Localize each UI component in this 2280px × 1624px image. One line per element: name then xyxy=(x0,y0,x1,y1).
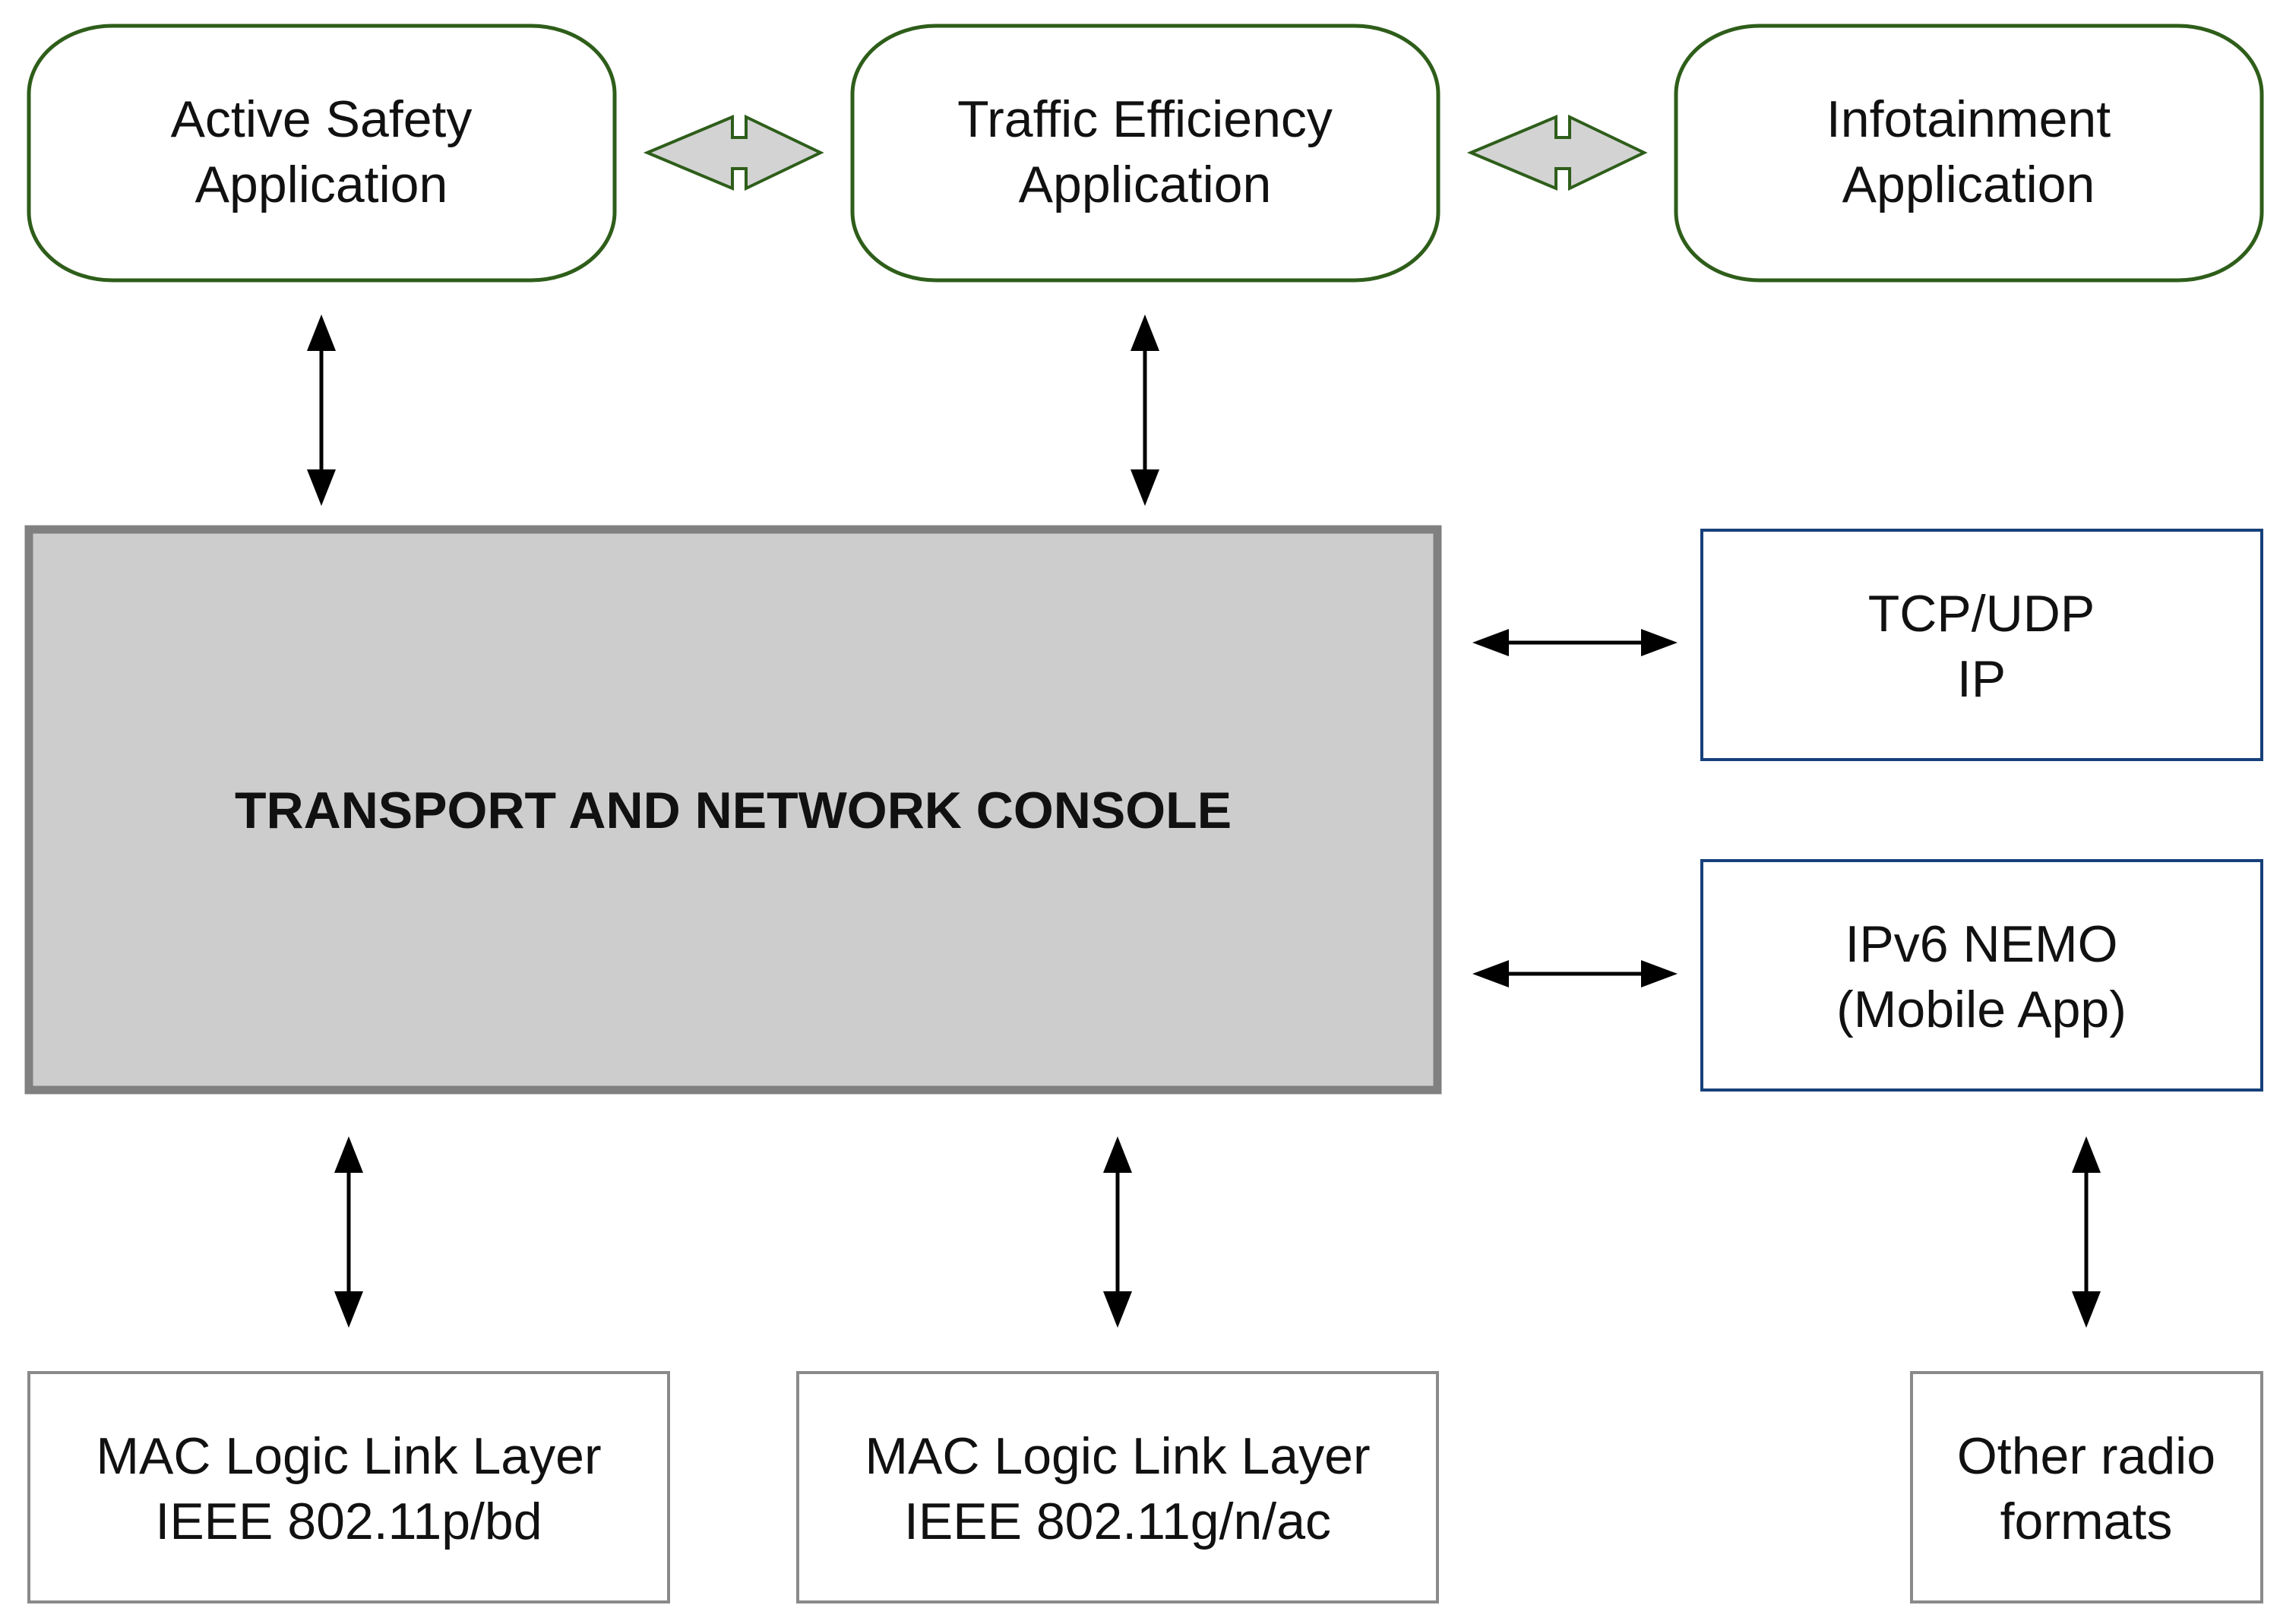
connector-nemo-other-radio xyxy=(2072,1136,2101,1328)
app-box-active-safety: Active Safety Application xyxy=(27,24,617,283)
connector-traffic-efficiency-console xyxy=(1131,314,1159,506)
hollow-double-arrow-2 xyxy=(1466,114,1648,191)
app-active-safety-line2: Application xyxy=(195,156,448,213)
app-box-infotainment: Infotainment Application xyxy=(1674,24,2264,283)
connector-console-80211g xyxy=(1103,1136,1132,1328)
link-box-80211p: MAC Logic Link Layer IEEE 802.11p/bd xyxy=(27,1371,670,1603)
connector-console-80211p xyxy=(334,1136,363,1328)
app-infotainment-line2: Application xyxy=(1842,156,2095,213)
link-80211g-line2: IEEE 802.11g/n/ac xyxy=(904,1493,1331,1550)
link-box-80211p-frame xyxy=(27,1371,670,1603)
link-other-radio-line2: formats xyxy=(2000,1493,2173,1550)
network-ipv6-nemo-line1: IPv6 NEMO xyxy=(1845,915,2118,973)
app-box-active-safety-frame xyxy=(27,24,617,283)
network-tcp-udp-line2: IP xyxy=(1957,650,2006,708)
app-infotainment-line1: Infotainment xyxy=(1826,90,2111,148)
network-box-tcp-udp: TCP/UDP IP xyxy=(1700,529,2263,761)
hollow-double-arrow-1 xyxy=(643,114,824,191)
link-box-80211g: MAC Logic Link Layer IEEE 802.11g/n/ac xyxy=(796,1371,1439,1603)
network-box-ipv6-nemo: IPv6 NEMO (Mobile App) xyxy=(1700,859,2263,1092)
transport-network-console: TRANSPORT AND NETWORK CONSOLE xyxy=(24,525,1442,1095)
app-active-safety-line1: Active Safety xyxy=(171,90,473,148)
network-box-ipv6-nemo-frame xyxy=(1700,859,2263,1092)
app-box-traffic-efficiency: Traffic Efficiency Application xyxy=(850,24,1440,283)
network-tcp-udp-line1: TCP/UDP xyxy=(1868,585,2095,643)
connector-console-ipv6-nemo xyxy=(1472,960,1678,987)
app-box-traffic-efficiency-frame xyxy=(850,24,1440,283)
connector-active-safety-console xyxy=(307,314,336,506)
connector-console-tcp-udp xyxy=(1472,629,1678,656)
app-box-infotainment-frame xyxy=(1674,24,2264,283)
link-80211p-line1: MAC Logic Link Layer xyxy=(96,1427,601,1485)
app-traffic-efficiency-line2: Application xyxy=(1019,156,1272,213)
link-other-radio-line1: Other radio xyxy=(1957,1427,2215,1485)
network-ipv6-nemo-line2: (Mobile App) xyxy=(1836,981,2127,1038)
link-box-80211g-frame xyxy=(796,1371,1439,1603)
console-label: TRANSPORT AND NETWORK CONSOLE xyxy=(235,782,1232,839)
console-frame xyxy=(24,525,1442,1095)
link-80211p-line2: IEEE 802.11p/bd xyxy=(155,1493,542,1550)
link-80211g-line1: MAC Logic Link Layer xyxy=(865,1427,1370,1485)
link-box-other-radio: Other radio formats xyxy=(1910,1371,2263,1603)
network-box-tcp-udp-frame xyxy=(1700,529,2263,761)
link-box-other-radio-frame xyxy=(1910,1371,2263,1603)
app-traffic-efficiency-line1: Traffic Efficiency xyxy=(957,90,1333,148)
